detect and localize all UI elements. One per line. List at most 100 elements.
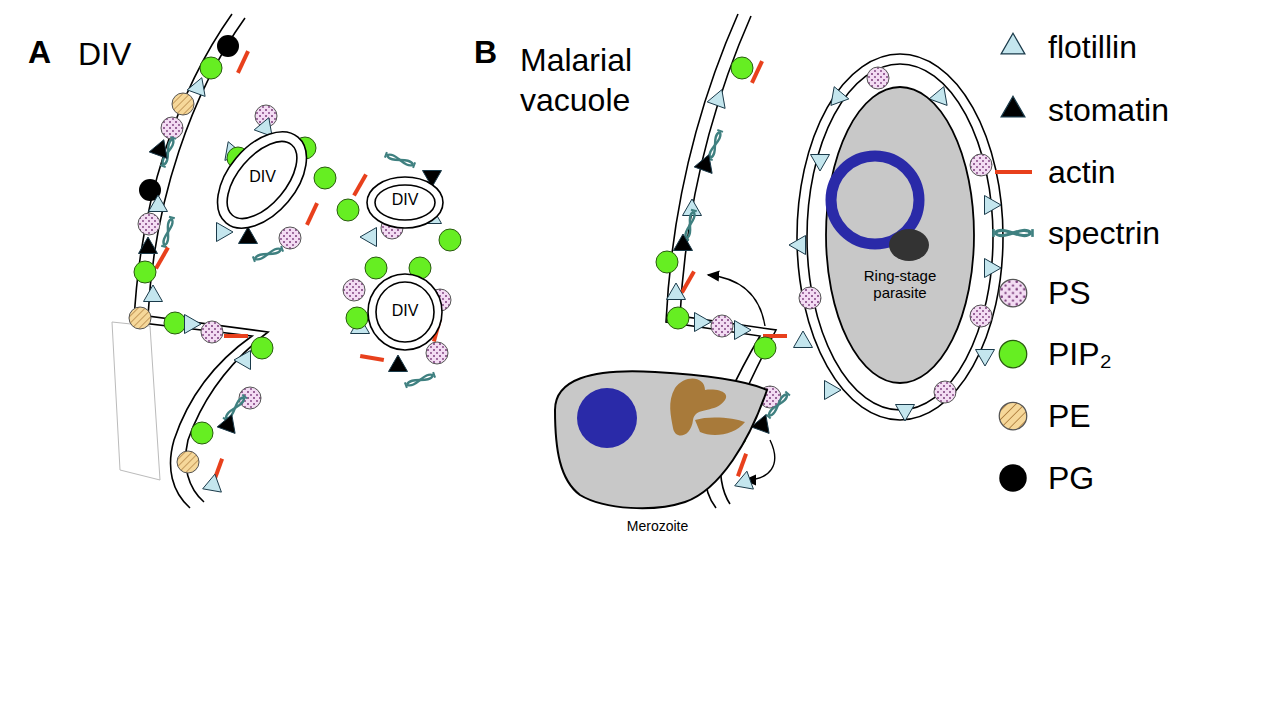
actin-symbol: [752, 61, 762, 83]
stomatin-symbol: [139, 237, 158, 254]
ps-symbol: [711, 315, 733, 337]
flotillin-symbol: [667, 283, 686, 300]
panel-letter: B: [474, 32, 497, 72]
legend-text: PIP₂: [1048, 336, 1112, 373]
ps-symbol: [934, 381, 956, 403]
spectrin-symbol: [683, 210, 697, 241]
node-text: DIV: [365, 191, 445, 209]
pip2-symbol: [754, 337, 776, 359]
ps-symbol: [161, 117, 183, 139]
flotillin-symbol: [149, 195, 168, 212]
flotillin-symbol: [203, 474, 222, 492]
ps-symbol: [279, 227, 301, 249]
legend-text: stomatin: [1048, 92, 1169, 129]
ps-symbol: [426, 342, 448, 364]
pip2-symbol: [667, 307, 689, 329]
vesicle: DIV: [365, 175, 445, 230]
panel-title: Malarial vacuole: [520, 40, 690, 120]
flotillin-symbol: [985, 259, 1002, 278]
pip2-symbol: [164, 312, 186, 334]
spectrin-symbol: [385, 152, 415, 168]
legend-text: flotillin: [1048, 29, 1137, 66]
pip2-symbol: [191, 422, 213, 444]
flotillin-symbol: [985, 196, 1002, 215]
ps-symbol: [999, 279, 1027, 307]
ps-symbol: [201, 321, 223, 343]
actin-symbol: [307, 203, 317, 225]
actin-symbol: [156, 248, 168, 269]
flotillin-symbol: [811, 155, 830, 172]
vesicle: DIV: [366, 272, 444, 352]
flotillin-symbol: [185, 315, 202, 334]
node-text: DIV: [366, 302, 444, 320]
legend-actin: [995, 170, 1032, 174]
panel-title: DIV: [78, 34, 131, 74]
legend-spectrin: [994, 229, 1033, 237]
pip2-symbol: [314, 167, 336, 189]
spectrin-symbol: [253, 246, 283, 262]
flotillin-symbol: [789, 236, 806, 255]
node-outline: [825, 85, 975, 385]
stomatin-symbol: [1001, 96, 1025, 117]
merozoite-cell: Merozoite: [545, 360, 770, 540]
stomatin-symbol: [674, 234, 693, 251]
ps-symbol: [799, 287, 821, 309]
pe-symbol: [177, 451, 199, 473]
pe-symbol: [129, 307, 151, 329]
pip2-symbol: [200, 57, 222, 79]
spectrin-symbol: [161, 217, 175, 248]
flotillin-symbol: [735, 471, 754, 489]
pip2-symbol: [731, 57, 753, 79]
node-text: Merozoite: [545, 518, 770, 534]
ps-symbol: [138, 213, 160, 235]
stomatin-symbol: [389, 355, 408, 372]
flotillin-symbol: [896, 405, 915, 422]
pip2-symbol: [134, 261, 156, 283]
node-text: DIV: [205, 168, 320, 186]
flotillin-symbol: [707, 90, 725, 109]
pip2-symbol: [337, 199, 359, 221]
legend-text: actin: [1048, 154, 1116, 191]
flotillin-symbol: [144, 285, 163, 302]
pe-symbol: [999, 402, 1027, 430]
flotillin-symbol: [187, 78, 205, 97]
actin-symbol: [224, 334, 248, 338]
flotillin-symbol: [1001, 33, 1025, 54]
flotillin-symbol: [234, 351, 251, 370]
pip2-symbol: [999, 340, 1027, 368]
legend-text: spectrin: [1048, 215, 1160, 252]
node-text: Ring-stage parasite: [850, 267, 950, 302]
pg-symbol: [999, 464, 1027, 492]
flotillin-symbol: [695, 313, 712, 332]
actin-symbol: [238, 51, 248, 73]
node-outline: [545, 360, 770, 540]
ps-symbol: [343, 279, 365, 301]
legend-text: PE: [1048, 398, 1091, 435]
pip2-symbol: [251, 337, 273, 359]
flotillin-symbol: [360, 228, 377, 247]
flotillin-symbol: [825, 381, 842, 400]
stomatin-symbol: [239, 227, 258, 244]
pe-symbol: [172, 93, 194, 115]
parasite-cell: Ring-stage parasite: [825, 85, 975, 385]
pg-symbol: [217, 35, 239, 57]
stomatin-symbol: [149, 140, 167, 159]
spectrin-symbol: [405, 372, 435, 388]
flotillin-symbol: [794, 331, 813, 348]
actin-symbol: [354, 175, 366, 196]
stomatin-symbol: [694, 155, 712, 174]
actin-symbol: [682, 272, 694, 293]
pip2-symbol: [439, 229, 461, 251]
spectrin-symbol: [223, 395, 247, 422]
pip2-symbol: [365, 257, 387, 279]
actin-symbol: [360, 356, 384, 360]
pip2-symbol: [346, 307, 368, 329]
legend-text: PS: [1048, 275, 1091, 312]
flotillin-symbol: [831, 87, 849, 106]
ps-symbol: [867, 67, 889, 89]
ps-symbol: [970, 305, 992, 327]
pip2-symbol: [656, 251, 678, 273]
spectrin-symbol: [766, 392, 790, 419]
ps-symbol: [970, 154, 992, 176]
vesicle: DIV: [205, 110, 320, 250]
